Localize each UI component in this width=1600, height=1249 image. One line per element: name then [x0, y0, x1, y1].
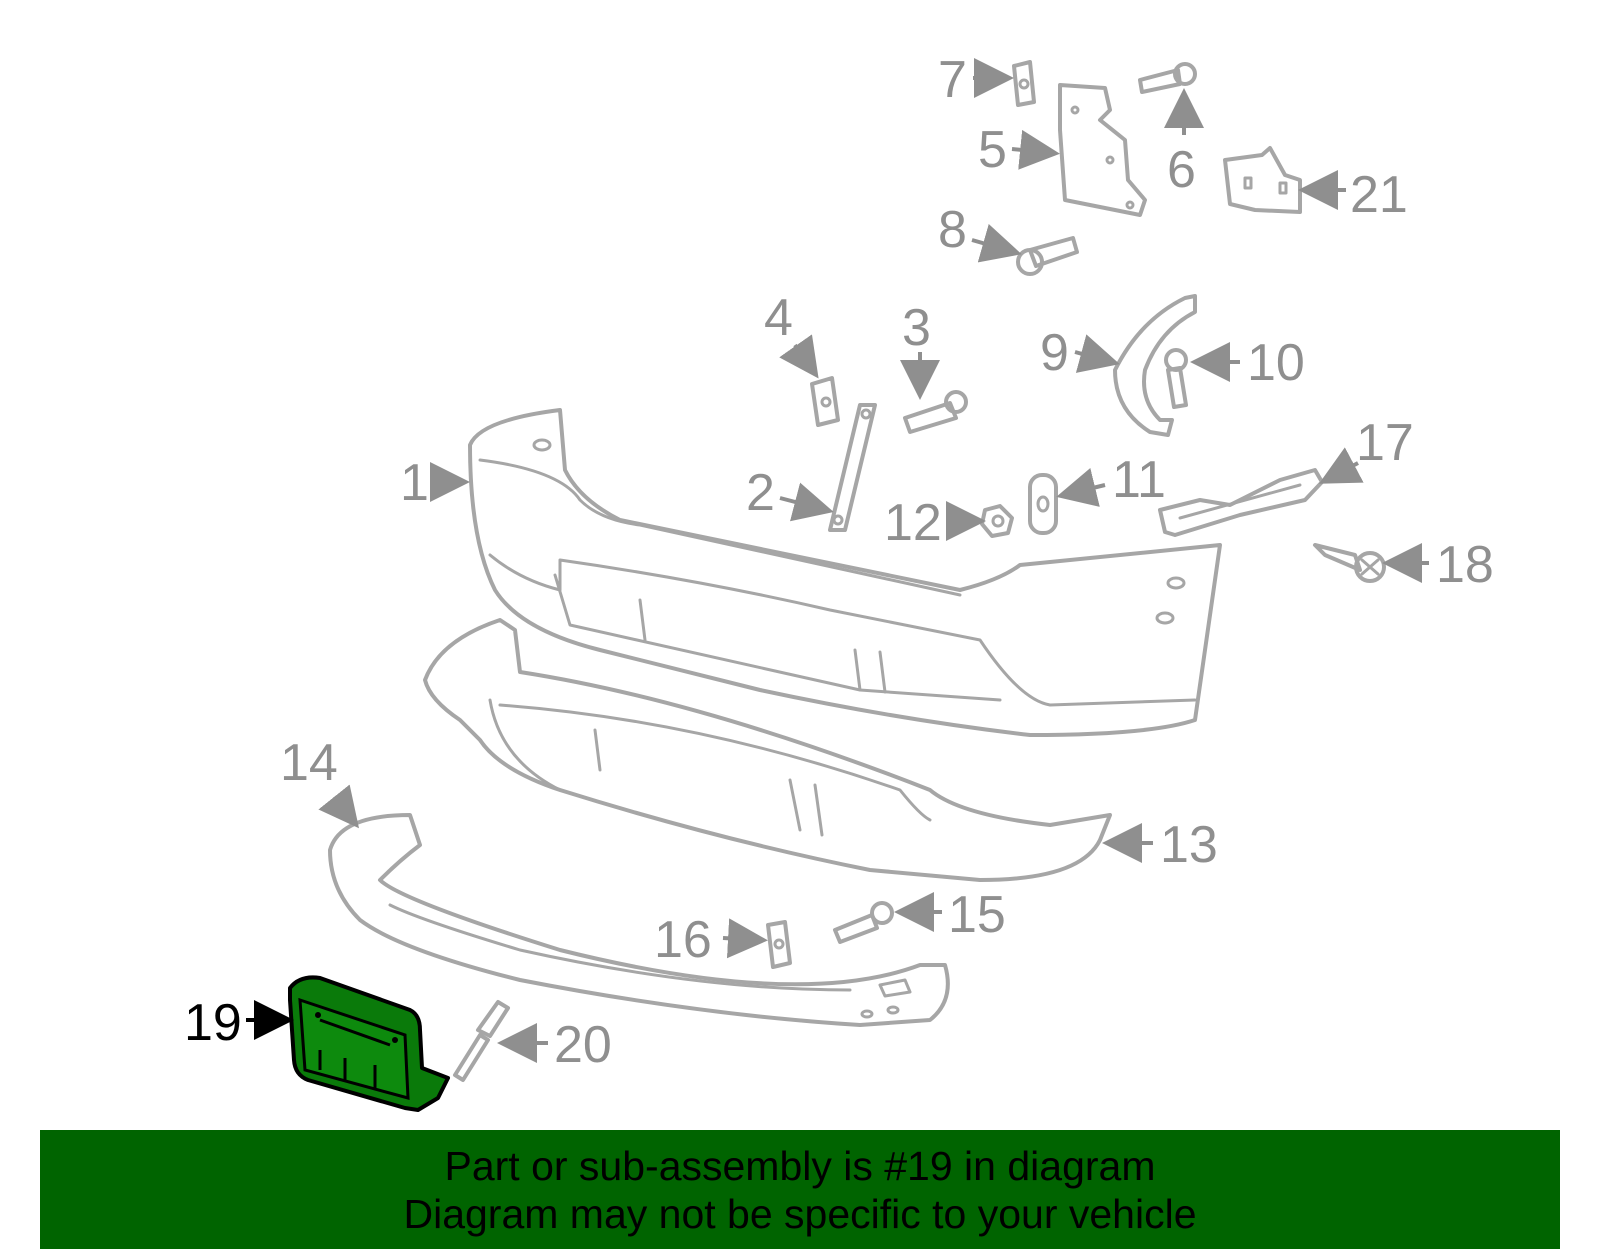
callout-19: 19 — [184, 994, 242, 1052]
callout-6: 6 — [1167, 141, 1196, 199]
callout-3: 3 — [902, 299, 931, 357]
part-10-bolt[interactable] — [1164, 348, 1188, 409]
part-12-nut[interactable] — [980, 504, 1014, 538]
part-7-clip[interactable] — [1012, 60, 1036, 107]
info-banner: Part or sub-assembly is #19 in diagram D… — [40, 1130, 1560, 1249]
callout-14: 14 — [280, 734, 338, 792]
callout-10: 10 — [1247, 334, 1305, 392]
callout-7: 7 — [938, 51, 967, 109]
part-15-bolt[interactable] — [833, 901, 894, 944]
part-9-bracket[interactable] — [1113, 294, 1197, 437]
callout-8: 8 — [938, 201, 967, 259]
callout-2: 2 — [746, 464, 775, 522]
part-20-push-pin[interactable] — [453, 1000, 510, 1082]
callout-16: 16 — [654, 911, 712, 969]
part-6-bolt[interactable] — [1138, 62, 1197, 94]
callout-4: 4 — [764, 289, 793, 347]
callout-20: 20 — [554, 1016, 612, 1074]
part-16-clip[interactable] — [766, 920, 792, 969]
callout-labels: 1 2 3 4 5 6 7 8 9 10 11 12 13 14 15 16 1… — [184, 51, 1494, 1074]
callout-21: 21 — [1350, 166, 1408, 224]
callout-1: 1 — [400, 454, 429, 512]
callout-17: 17 — [1356, 414, 1414, 472]
callout-18: 18 — [1436, 536, 1494, 594]
banner-line-2: Diagram may not be specific to your vehi… — [403, 1191, 1197, 1237]
part-13-valance[interactable] — [423, 618, 1112, 882]
callout-12: 12 — [884, 494, 942, 552]
part-11-pad[interactable] — [1028, 473, 1058, 535]
part-19-license-bracket[interactable] — [288, 975, 450, 1112]
part-8-bolt[interactable] — [1016, 236, 1079, 276]
callout-9: 9 — [1040, 324, 1069, 382]
banner-line-1: Part or sub-assembly is #19 in diagram — [444, 1143, 1156, 1189]
part-2-bracket[interactable] — [828, 403, 877, 532]
part-3-bolt[interactable] — [903, 390, 968, 434]
part-1-bumper-face-bar[interactable] — [468, 408, 1222, 737]
callout-5: 5 — [978, 121, 1007, 179]
callout-15: 15 — [948, 886, 1006, 944]
part-4-clip[interactable] — [810, 376, 840, 427]
callout-13: 13 — [1160, 816, 1218, 874]
part-21-bracket[interactable] — [1223, 146, 1302, 214]
callout-11: 11 — [1112, 451, 1166, 509]
part-18-screw[interactable] — [1313, 543, 1386, 583]
part-14-air-deflector[interactable] — [328, 813, 950, 1027]
part-17-bracket[interactable] — [1158, 468, 1324, 537]
leader-arrows — [246, 58, 1429, 1063]
part-5-plate[interactable] — [1058, 83, 1147, 217]
